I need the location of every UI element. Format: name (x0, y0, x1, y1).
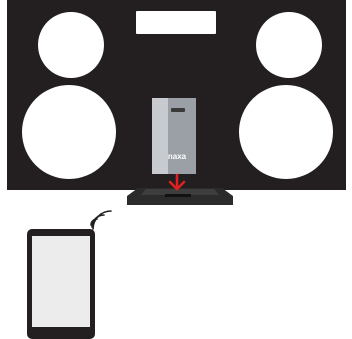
smartphone-screen (32, 236, 90, 327)
right-woofer (239, 85, 333, 179)
dock-cradle (127, 188, 233, 205)
device-speaker-slot (171, 108, 185, 112)
docked-device: naxa (152, 98, 196, 174)
smartphone (27, 229, 95, 339)
brand-logo: naxa (168, 152, 187, 161)
wireless-signal-icon (91, 211, 111, 229)
top-display-panel (136, 11, 216, 34)
left-woofer (22, 85, 116, 179)
right-tweeter (256, 12, 322, 78)
dock-connector (165, 194, 191, 197)
left-tweeter (38, 12, 104, 78)
